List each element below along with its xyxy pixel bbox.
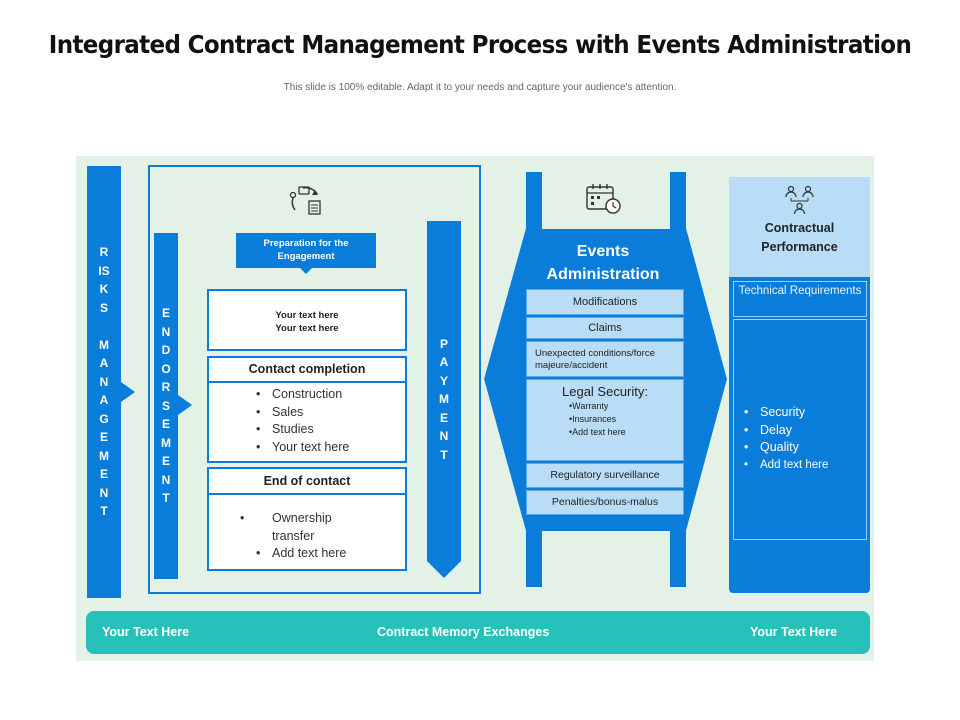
- contract-process-frame: [148, 165, 481, 594]
- endorsement-arrow-icon: [178, 395, 192, 415]
- list-item: Studies: [256, 421, 405, 439]
- payment-bar: P A Y M E N T: [427, 221, 461, 578]
- list-item: Sales: [256, 404, 405, 422]
- footer-bar: Your Text Here Contract Memory Exchanges…: [86, 611, 870, 654]
- your-text-line: Your text here: [275, 310, 339, 321]
- legal-security-item: •Insurances: [569, 414, 617, 424]
- table-row: Modifications: [526, 289, 684, 315]
- legal-security-row: Legal Security: •Warranty •Insurances •A…: [526, 379, 684, 461]
- list-item: Add text here: [744, 457, 866, 475]
- table-cell: Regulatory surveillance: [550, 469, 660, 481]
- legal-security-item: •Add text here: [569, 427, 626, 437]
- contact-completion-label: Contact completion: [248, 362, 366, 376]
- risks-management-label: R IS K S M A N A G E M E N T: [98, 245, 110, 519]
- chat-cycle-icon: [289, 186, 321, 215]
- end-of-contact-heading: End of contact: [207, 467, 407, 495]
- risks-arrow-icon: [121, 382, 135, 402]
- contractual-performance-header: [729, 177, 870, 277]
- page-subtitle: This slide is 100% editable. Adapt it to…: [283, 82, 677, 93]
- table-cell: Unexpected conditions/force majeure/acci…: [535, 348, 655, 371]
- footer-right-text: Your Text Here: [750, 625, 838, 639]
- table-cell: Claims: [588, 322, 622, 334]
- end-of-contact-box: Ownership transfer Add text here: [207, 493, 407, 571]
- table-row: Claims: [526, 317, 684, 339]
- list-item: Ownership transfer: [256, 510, 366, 545]
- list-item: Quality: [744, 439, 866, 457]
- table-cell: Penalties/bonus-malus: [551, 496, 659, 508]
- your-text-box: Your text here Your text here: [207, 289, 407, 351]
- legal-security-item: •Warranty: [569, 401, 609, 411]
- list-item: Security: [744, 404, 866, 422]
- contractual-items-box: Security Delay Quality Add text here: [733, 319, 867, 540]
- list-item: Delay: [744, 422, 866, 440]
- events-administration-title: Events Administration: [546, 243, 660, 283]
- payment-arrow: [427, 221, 461, 578]
- technical-requirements-label: Technical Requirements: [738, 285, 862, 297]
- contact-completion-heading: Contact completion: [207, 356, 407, 383]
- list-item: Add text here: [256, 545, 366, 563]
- calendar-clock-icon: [586, 184, 621, 214]
- page-title: Integrated Contract Management Process w…: [48, 30, 912, 59]
- list-item: Construction: [256, 386, 405, 404]
- preparation-pointer: [300, 268, 312, 274]
- endorsement-bar: E N D O R S E M E N T: [154, 233, 178, 579]
- list-item: Your text here: [256, 439, 405, 457]
- table-row: Unexpected conditions/force majeure/acci…: [526, 341, 684, 377]
- table-row: Penalties/bonus-malus: [526, 490, 684, 515]
- end-of-contact-label: End of contact: [263, 474, 351, 488]
- table-cell: Modifications: [572, 296, 638, 308]
- table-row: Regulatory surveillance: [526, 463, 684, 488]
- technical-requirements-box: Technical Requirements: [733, 281, 867, 317]
- footer-center-text: Contract Memory Exchanges: [377, 625, 550, 639]
- payment-label: P A Y M E N T: [439, 336, 449, 462]
- preparation-engagement-box: Preparation for the Engagement: [236, 233, 376, 268]
- legal-security-heading: Legal Security:: [562, 384, 648, 399]
- events-table: Modifications Claims Unexpected conditio…: [526, 289, 684, 517]
- contractual-performance-title: Contractual Performance: [761, 221, 838, 254]
- team-hierarchy-icon: [785, 185, 814, 215]
- your-text-line: Your text here: [275, 323, 339, 334]
- preparation-label: Preparation for the Engagement: [263, 238, 349, 262]
- contact-completion-box: Construction Sales Studies Your text her…: [207, 381, 407, 463]
- endorsement-label: E N D O R S E M E N T: [161, 306, 171, 506]
- footer-left-text: Your Text Here: [102, 625, 190, 639]
- risks-management-bar: R IS K S M A N A G E M E N T: [87, 166, 121, 598]
